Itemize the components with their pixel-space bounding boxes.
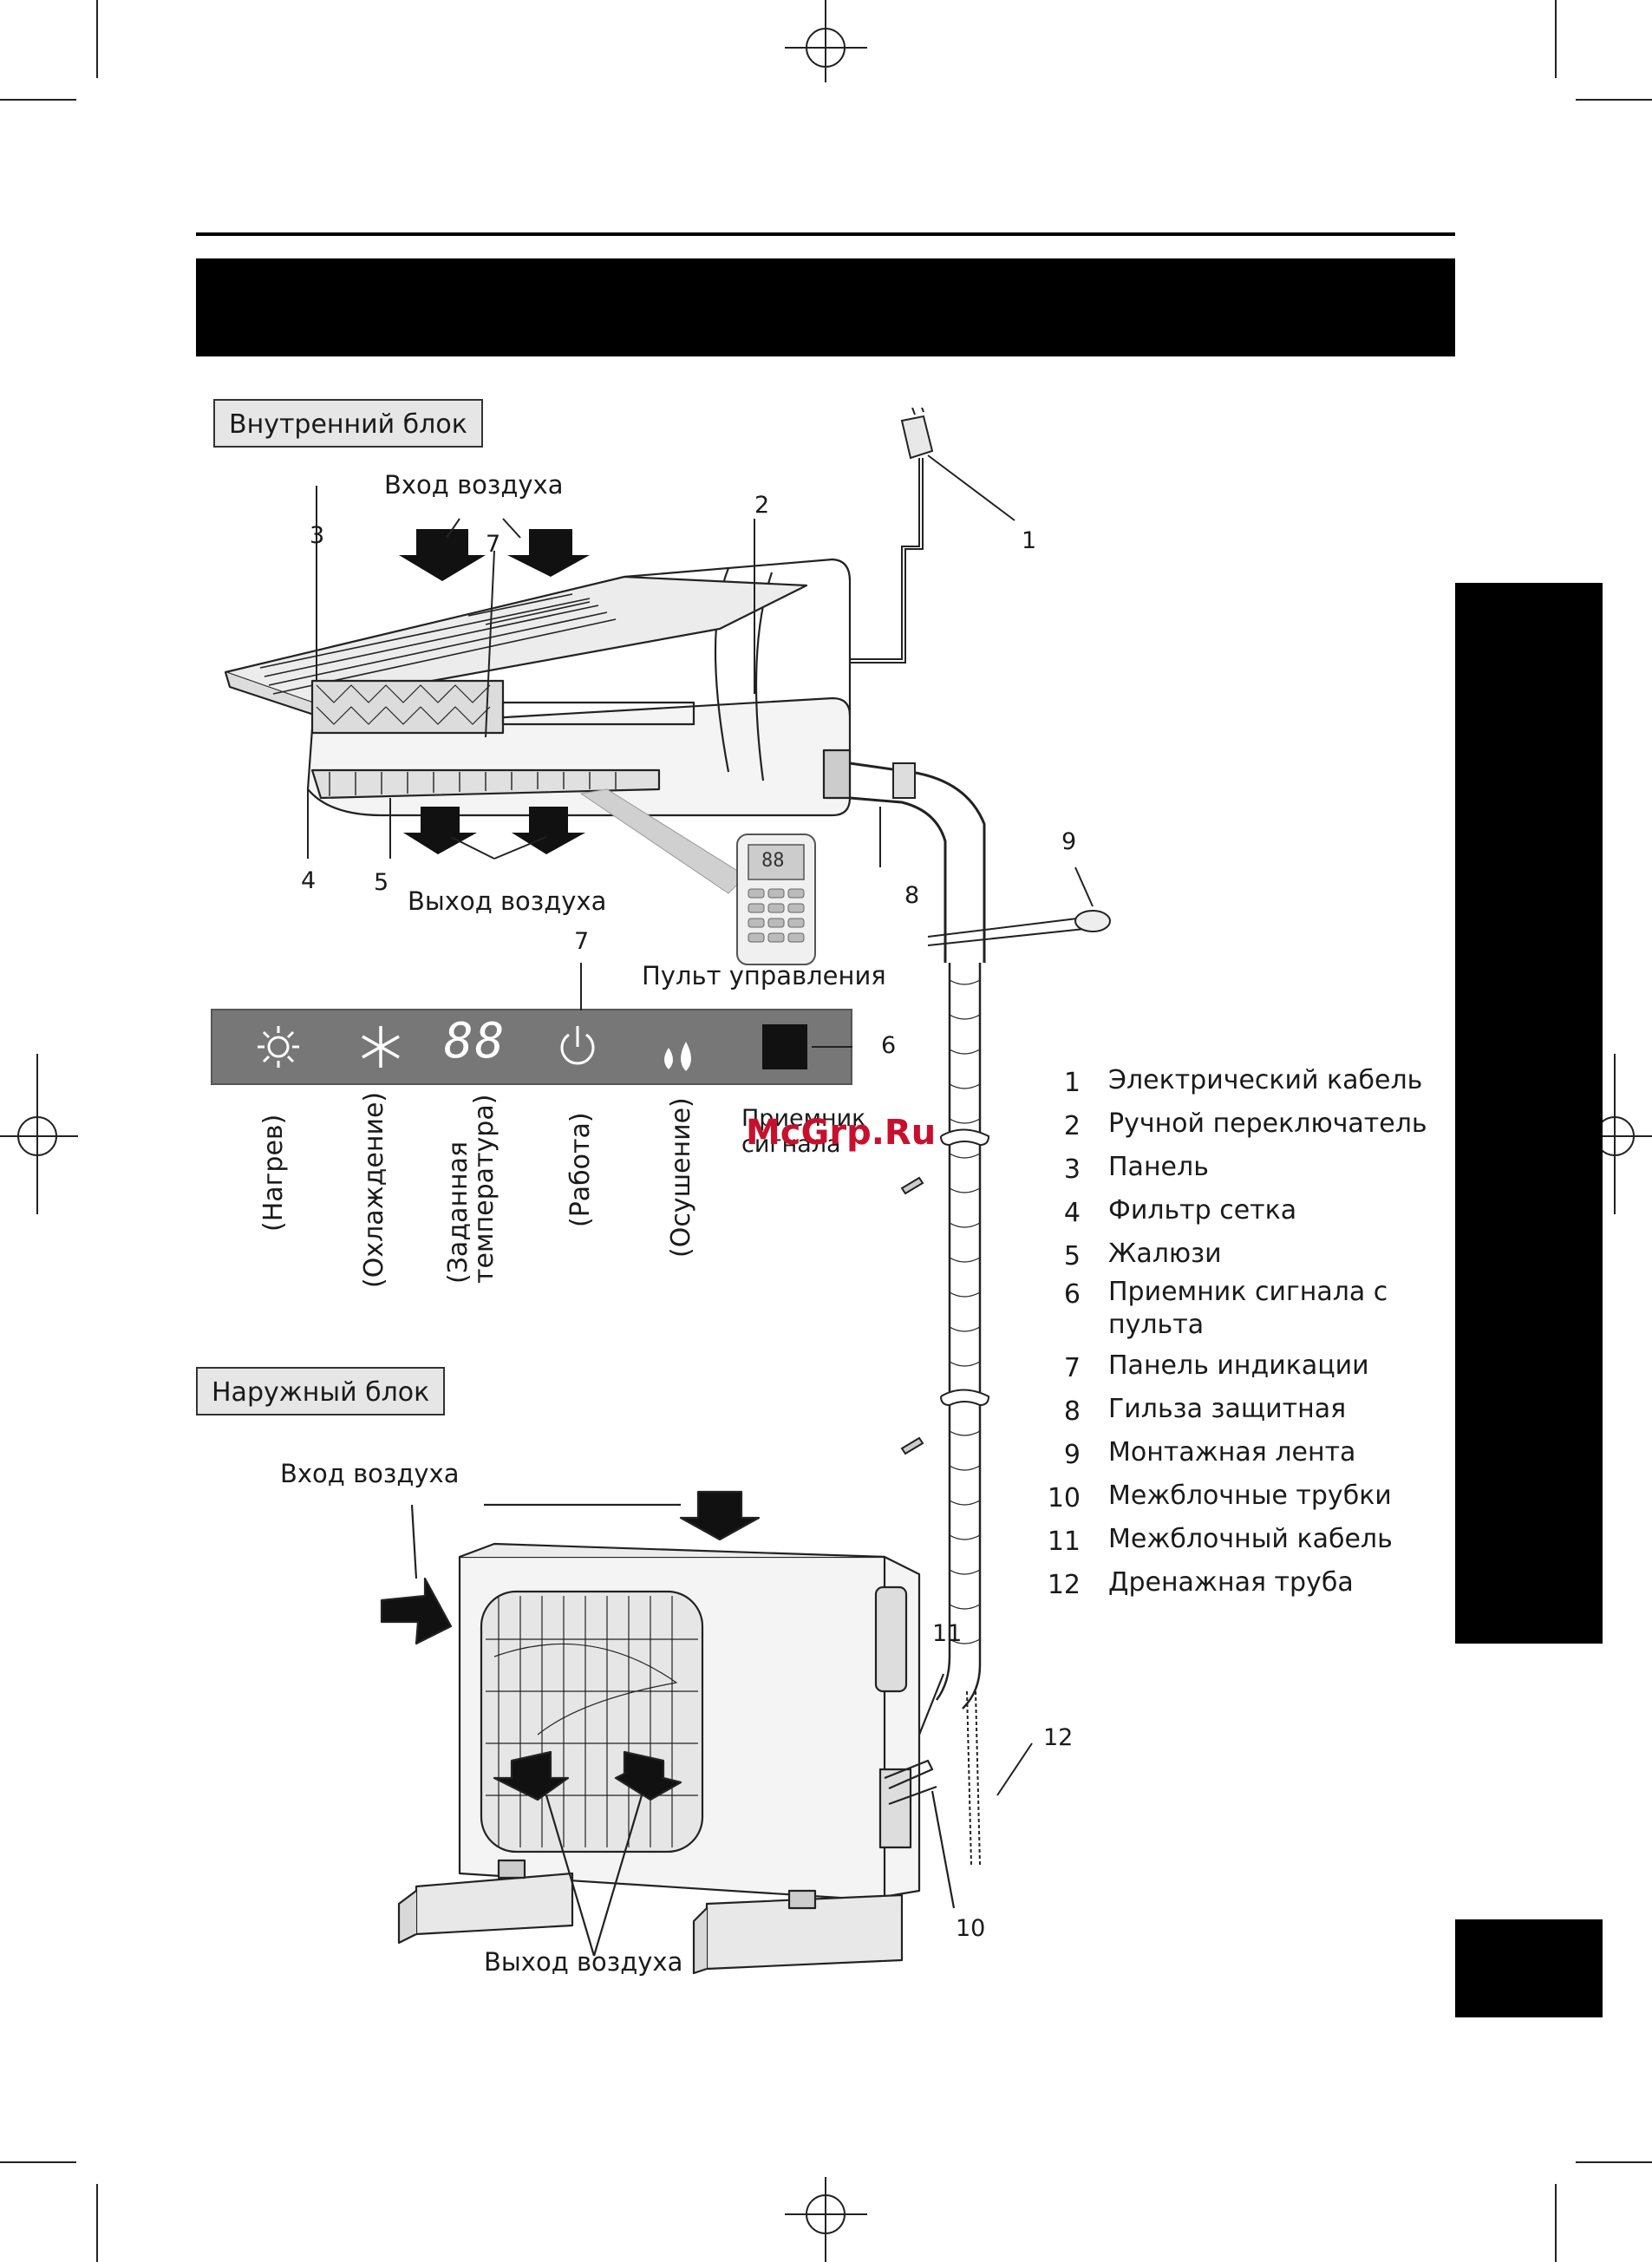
callout-9: 9 bbox=[1061, 828, 1077, 855]
mode-label-cool: (Охлаждение) bbox=[359, 1091, 389, 1288]
snowflake-icon bbox=[362, 1026, 400, 1068]
remote-control bbox=[736, 834, 816, 965]
side-tab-bottom bbox=[1455, 1919, 1603, 2017]
indoor-unit-illustration bbox=[224, 486, 852, 894]
legend-text-10: Межблочные трубки bbox=[1108, 1481, 1392, 1511]
legend-text-5: Жалюзи bbox=[1108, 1239, 1222, 1269]
legend-num-9: 9 bbox=[1063, 1440, 1081, 1470]
power-icon bbox=[560, 1026, 595, 1065]
legend-num-8: 8 bbox=[1063, 1396, 1081, 1427]
legend-text-11: Межблочный кабель bbox=[1108, 1524, 1393, 1554]
callout-3: 3 bbox=[310, 522, 325, 549]
legend-num-12: 12 bbox=[1047, 1570, 1081, 1600]
remote-display-digits: 88 bbox=[761, 850, 785, 872]
receiver-label: Приемник сигнала bbox=[741, 1105, 866, 1158]
callout-4: 4 bbox=[301, 867, 317, 894]
legend-text-12: Дренажная труба bbox=[1108, 1567, 1354, 1598]
indoor-air-outlet-label: Выход воздуха bbox=[408, 886, 607, 916]
mode-label-dry: (Осушение) bbox=[666, 1097, 696, 1258]
header-rule bbox=[196, 232, 1455, 236]
callout-7-panel: 7 bbox=[574, 928, 590, 955]
mode-label-run: (Работа) bbox=[565, 1112, 596, 1227]
piping-illustration bbox=[849, 408, 1111, 1866]
legend-num-11: 11 bbox=[1047, 1527, 1081, 1557]
legend-num-4: 4 bbox=[1063, 1198, 1081, 1228]
callout-5: 5 bbox=[374, 869, 389, 896]
temperature-digits: 88 bbox=[444, 1013, 506, 1069]
callout-8: 8 bbox=[904, 882, 920, 909]
outdoor-air-inlet-label: Вход воздуха bbox=[280, 1459, 460, 1488]
callout-11: 11 bbox=[932, 1620, 963, 1647]
legend-text-9: Монтажная лента bbox=[1108, 1437, 1356, 1468]
legend-num-3: 3 bbox=[1063, 1154, 1081, 1185]
callout-2: 2 bbox=[754, 492, 770, 519]
legend-num-6: 6 bbox=[1063, 1279, 1081, 1310]
drops-icon bbox=[664, 1042, 691, 1071]
legend-num-1: 1 bbox=[1063, 1068, 1081, 1098]
legend-text-4: Фильтр сетка bbox=[1108, 1195, 1297, 1226]
remote-control-label: Пульт управления bbox=[642, 961, 886, 990]
callout-10: 10 bbox=[956, 1915, 986, 1942]
indoor-air-inlet-label: Вход воздуха bbox=[384, 470, 564, 500]
side-tab-top bbox=[1455, 583, 1603, 1644]
legend-num-10: 10 bbox=[1047, 1483, 1081, 1513]
callout-6: 6 bbox=[881, 1032, 897, 1059]
legend-num-7: 7 bbox=[1063, 1353, 1081, 1383]
receiver-window bbox=[762, 1024, 807, 1069]
legend-text-7: Панель индикации bbox=[1108, 1350, 1369, 1381]
outdoor-unit-illustration bbox=[380, 1490, 956, 1975]
legend-text-2: Ручной переключатель bbox=[1108, 1108, 1427, 1139]
watermark: McGrp.Ru bbox=[746, 1113, 937, 1153]
legend-text-8: Гильза защитная bbox=[1108, 1394, 1347, 1424]
display-panel bbox=[211, 1009, 852, 1085]
header-bar bbox=[196, 258, 1455, 356]
callout-12: 12 bbox=[1043, 1724, 1074, 1751]
indication-leader bbox=[580, 963, 582, 1010]
display-panel-icons bbox=[258, 1024, 852, 1071]
sun-icon bbox=[258, 1026, 299, 1068]
callout-1: 1 bbox=[1022, 527, 1037, 554]
legend-num-2: 2 bbox=[1063, 1111, 1081, 1141]
legend-text-1: Электрический кабель bbox=[1108, 1065, 1423, 1095]
indoor-unit-label: Внутренний блок bbox=[213, 399, 483, 448]
legend-text-3: Панель bbox=[1108, 1152, 1209, 1182]
legend-num-5: 5 bbox=[1063, 1241, 1081, 1272]
callout-7-top: 7 bbox=[486, 531, 501, 558]
outdoor-air-outlet-label: Выход воздуха bbox=[484, 1947, 683, 1977]
mode-label-heat: (Нагрев) bbox=[258, 1114, 289, 1232]
legend-text-6: Приемник сигнала с пульта bbox=[1108, 1277, 1388, 1340]
outdoor-unit-label: Наружный блок bbox=[196, 1367, 446, 1415]
mode-label-set-temp: (Заданная температура) bbox=[443, 1094, 500, 1284]
